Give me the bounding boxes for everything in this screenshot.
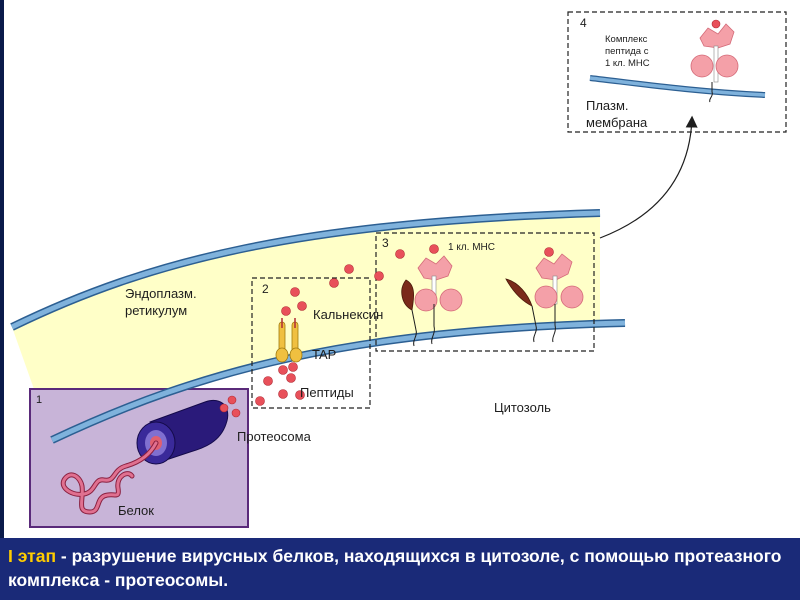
mhc-complex-box3-1	[414, 244, 463, 345]
antigen-processing-diagram: 1 2 3 4	[10, 11, 787, 528]
mhc-complex-box3-2	[534, 247, 584, 343]
er-label: Эндоплазм. ретикулум	[125, 286, 200, 318]
peptides-label: Пептиды	[300, 385, 354, 400]
box-4	[567, 11, 787, 133]
protein-chain	[60, 440, 159, 515]
proteasome-label: Протеосома	[237, 429, 312, 444]
tap-transporter	[275, 318, 303, 363]
mhc-complex-box4	[690, 19, 739, 103]
proteasome-peptides	[219, 395, 241, 418]
box-3	[375, 232, 595, 352]
protein-label: Белок	[118, 503, 154, 518]
left-edge-bar	[0, 0, 4, 540]
complex-label: Комплекс пептида с 1 кл. МНС	[605, 34, 651, 69]
box-3-number: 3	[382, 236, 389, 250]
er-membrane-upper	[10, 209, 601, 331]
cytosol-label: Цитозоль	[494, 400, 551, 415]
plasma-membrane	[589, 75, 766, 98]
transport-arrow	[599, 115, 698, 239]
caption-text: - разрушение вирусных белков, находящихс…	[8, 546, 782, 590]
box-2	[251, 277, 371, 409]
peptides-cytosol	[255, 249, 405, 406]
tap-label: TAP	[312, 347, 336, 362]
calnexin-shape-2	[505, 278, 537, 343]
plasma-membrane-label: Плазм. мембрана	[586, 98, 648, 130]
stage-highlight: I этап	[8, 546, 57, 566]
box-4-number: 4	[580, 16, 587, 30]
calnexin-label: Кальнексин	[313, 307, 383, 322]
box-1-number: 1	[36, 394, 42, 406]
caption-bar: I этап - разрушение вирусных белков, нах…	[0, 538, 800, 600]
box-2-number: 2	[262, 282, 269, 296]
calnexin-shape-1	[401, 279, 417, 347]
mhc-class1-label: 1 кл. МНС	[448, 242, 495, 253]
